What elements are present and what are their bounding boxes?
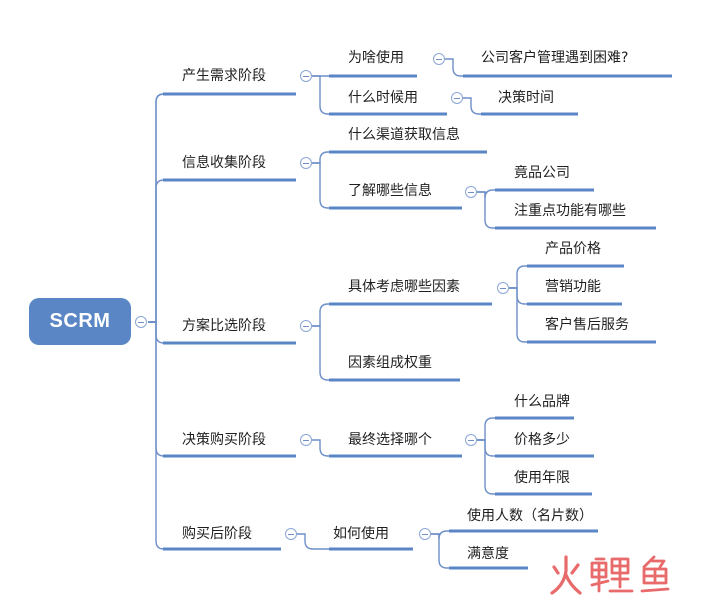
leaf-node[interactable]: 营销功能 [545, 279, 601, 295]
branch-node[interactable]: 因素组成权重 [348, 355, 432, 371]
leaf-node[interactable]: 竟品公司 [514, 165, 570, 181]
collapse-icon[interactable] [300, 70, 312, 82]
leaf-connector [477, 191, 495, 229]
branch-connector [312, 75, 329, 115]
branch-connector [312, 325, 329, 381]
branch-connector [297, 533, 329, 550]
leaf-connector [431, 530, 449, 540]
leaf-connector [477, 189, 495, 199]
branch-connector [312, 303, 329, 327]
branch-connector [312, 439, 329, 457]
collapse-icon[interactable] [419, 528, 431, 540]
leaf-node[interactable]: 使用年限 [514, 470, 570, 486]
root-connector [148, 179, 165, 323]
collapse-icon[interactable] [285, 528, 297, 540]
leaf-node[interactable]: 价格多少 [514, 432, 570, 448]
branch-connector [312, 162, 329, 209]
collapse-icon[interactable] [300, 320, 312, 332]
leaf-connector [509, 265, 527, 289]
leaf-connector [477, 439, 495, 495]
branch-node[interactable]: 最终选择哪个 [348, 432, 432, 448]
collapse-root-icon[interactable] [135, 316, 147, 328]
root-node[interactable]: SCRM [29, 298, 131, 345]
stage-node[interactable]: 产生需求阶段 [182, 68, 266, 84]
collapse-icon[interactable] [433, 53, 445, 65]
leaf-connector [477, 439, 495, 457]
leaf-node[interactable]: 客户售后服务 [545, 317, 629, 333]
leaf-node[interactable]: 公司客户管理遇到困难? [481, 50, 629, 66]
leaf-connector [509, 287, 527, 343]
branch-node[interactable]: 什么时候用 [348, 90, 418, 106]
branch-node[interactable]: 了解哪些信息 [348, 183, 432, 199]
leaf-connector [431, 533, 449, 569]
collapse-icon[interactable] [465, 186, 477, 198]
leaf-node[interactable]: 产品价格 [545, 241, 601, 257]
watermark-logo [550, 555, 670, 595]
stage-node[interactable]: 决策购买阶段 [182, 432, 266, 448]
branch-node[interactable]: 具体考虑哪些因素 [348, 279, 460, 295]
leaf-connector [477, 417, 495, 441]
leaf-connector [509, 287, 527, 305]
stage-node[interactable]: 购买后阶段 [182, 526, 252, 542]
branch-connector [312, 151, 329, 164]
leaf-node[interactable]: 什么品牌 [514, 394, 570, 410]
stage-node[interactable]: 方案比选阶段 [182, 318, 266, 334]
collapse-icon[interactable] [300, 157, 312, 169]
leaf-node[interactable]: 注重点功能有哪些 [514, 203, 626, 219]
leaf-connector [463, 97, 481, 115]
collapse-icon[interactable] [465, 434, 477, 446]
branch-node[interactable]: 为啥使用 [348, 50, 404, 66]
leaf-connector [445, 58, 463, 77]
leaf-node[interactable]: 满意度 [467, 546, 509, 562]
root-label: SCRM [49, 310, 111, 332]
collapse-icon[interactable] [451, 92, 463, 104]
stage-node[interactable]: 信息收集阶段 [182, 155, 266, 171]
root-connector [148, 321, 165, 550]
collapse-icon[interactable] [497, 282, 509, 294]
collapse-icon[interactable] [300, 434, 312, 446]
branch-node[interactable]: 如何使用 [333, 526, 389, 542]
leaf-node[interactable]: 使用人数（名片数） [467, 508, 593, 524]
branch-node[interactable]: 什么渠道获取信息 [348, 127, 460, 143]
leaf-node[interactable]: 决策时间 [498, 90, 554, 106]
